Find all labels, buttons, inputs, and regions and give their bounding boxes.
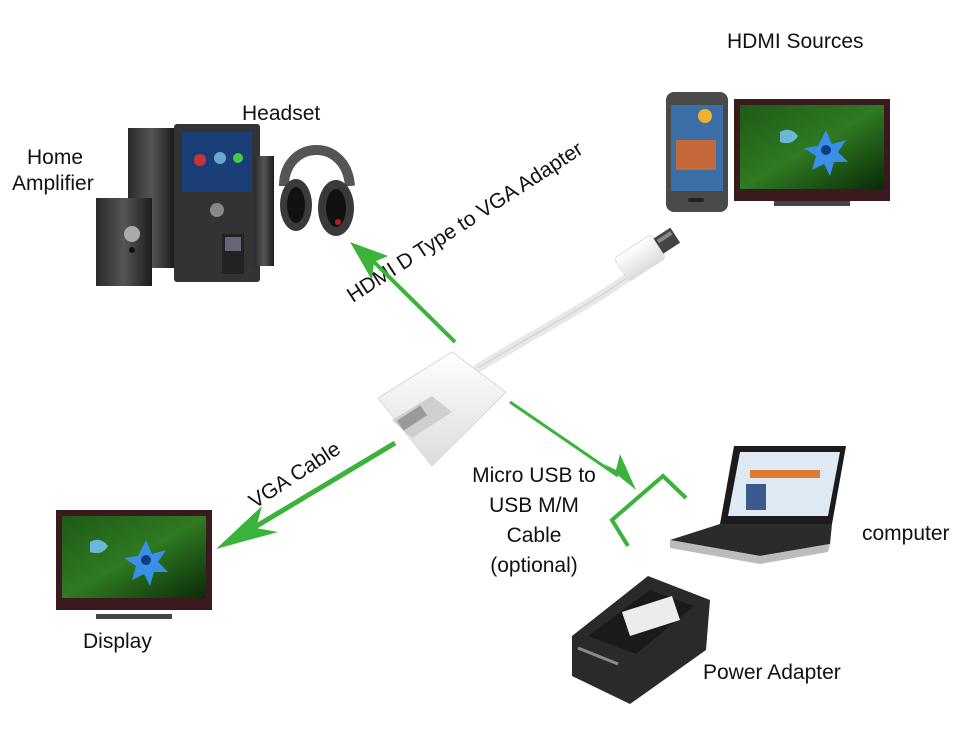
usb-cable-label-line2: USB M/M xyxy=(489,494,579,517)
usb-cable-label-line3: Cable xyxy=(506,524,562,547)
usb-cable-label-line4: (optional) xyxy=(490,554,578,577)
usb-cable-connector-icon xyxy=(609,473,688,548)
power-adapter-label: Power Adapter xyxy=(703,661,841,684)
laptop-icon xyxy=(670,446,846,564)
arrow-to-home-amplifier xyxy=(350,242,457,344)
hdmi-sources-label: HDMI Sources xyxy=(727,30,864,53)
tv-icon xyxy=(734,99,890,206)
smartphone-icon xyxy=(666,92,728,212)
home-amplifier-label-line1: Home xyxy=(27,146,84,169)
display-label: Display xyxy=(83,630,152,653)
arrow-vga-cable-to-display xyxy=(216,440,397,549)
speaker-system-icon xyxy=(96,124,274,286)
arrow-usb-to-computer xyxy=(509,400,636,490)
headphones-icon xyxy=(279,145,355,236)
charger-icon xyxy=(572,576,710,704)
computer-label: computer xyxy=(862,522,950,545)
home-amplifier-label-line2: Amplifier xyxy=(12,172,94,195)
vga-adapter-icon xyxy=(377,227,681,467)
tv-icon xyxy=(56,510,212,619)
usb-cable-label-line1: Micro USB to xyxy=(472,464,596,487)
headset-label: Headset xyxy=(242,102,321,125)
